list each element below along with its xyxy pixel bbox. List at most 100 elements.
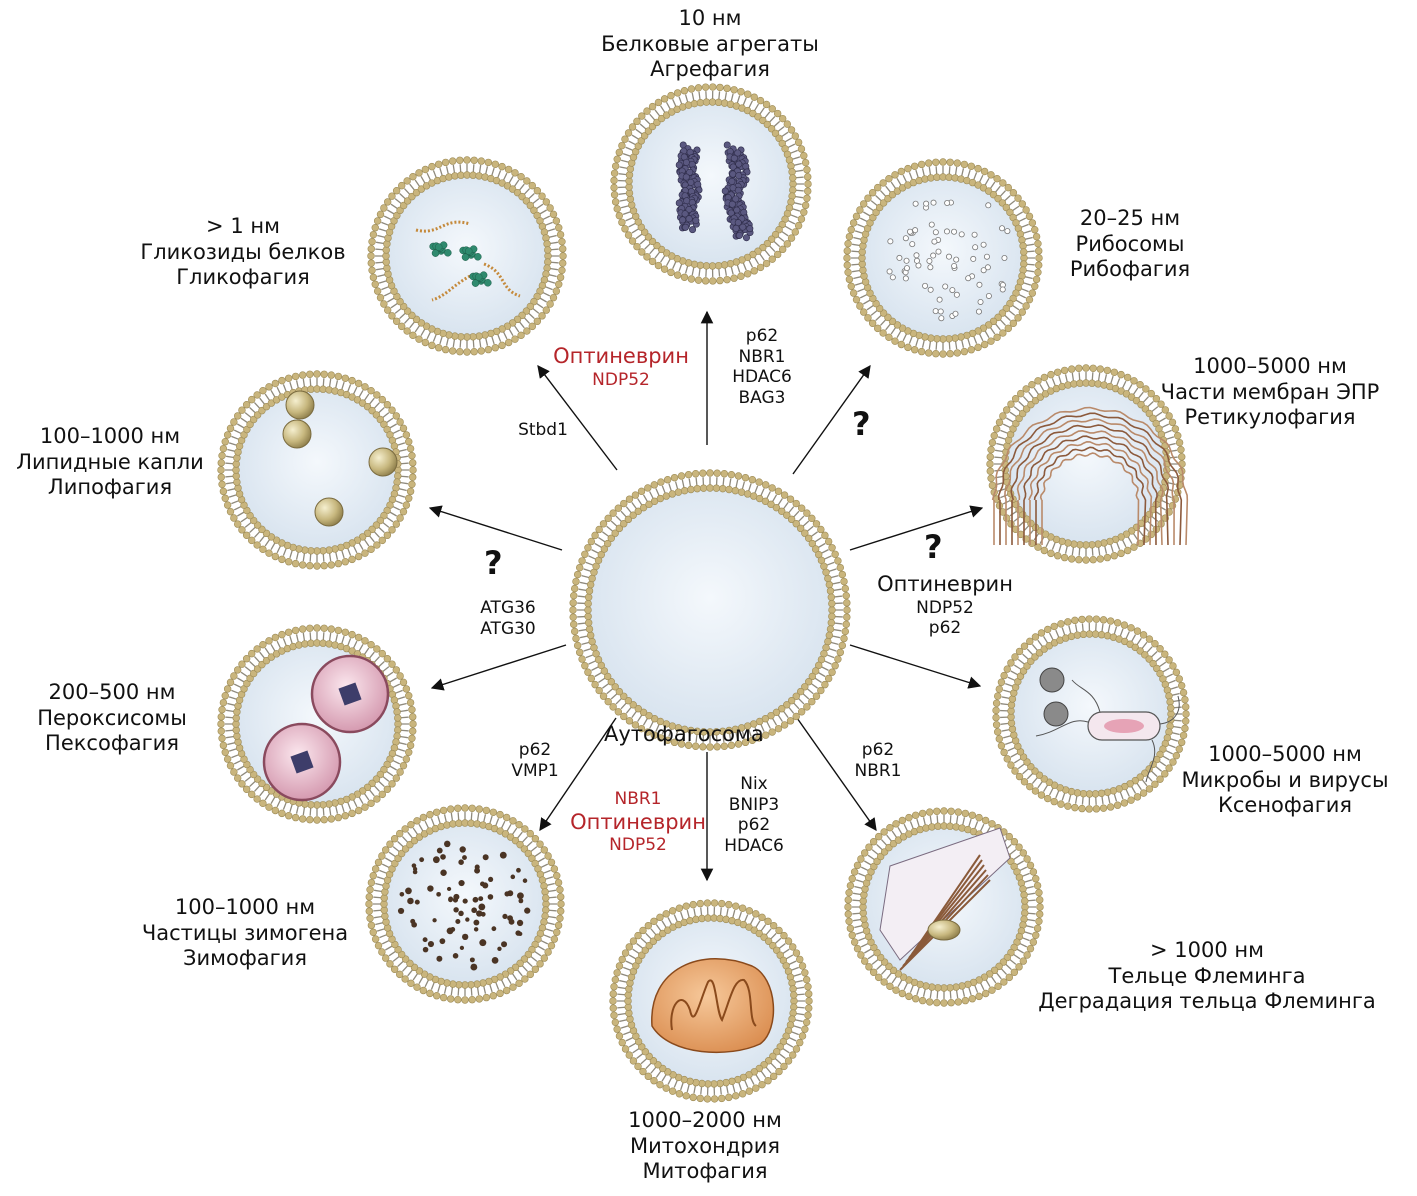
- lipid-head: [489, 992, 497, 1000]
- lipid-head: [805, 990, 813, 998]
- zymogen-granule: [436, 955, 443, 962]
- lipid-head: [223, 755, 232, 763]
- lipid-head: [684, 741, 693, 750]
- lipid-head: [221, 494, 229, 502]
- er-membrane-sheet: [991, 406, 1189, 546]
- lipid-head: [373, 391, 381, 399]
- lipid-head: [650, 731, 658, 739]
- lipid-head: [836, 648, 844, 657]
- lipid-head: [361, 383, 369, 391]
- lipid-head: [716, 914, 724, 923]
- lipid-head: [1019, 266, 1027, 274]
- lipid-head: [607, 678, 615, 686]
- lipid-head: [1015, 647, 1024, 656]
- lipid-head: [509, 983, 517, 991]
- lipid-head: [367, 545, 375, 554]
- lipid-head: [860, 915, 868, 923]
- lipid-head: [860, 272, 868, 280]
- glycogen-granule: [474, 273, 483, 281]
- lipid-head: [313, 562, 321, 570]
- lipid-head: [576, 648, 584, 657]
- zymogen-granule: [462, 855, 467, 860]
- lipid-head: [611, 198, 620, 206]
- lipid-head: [259, 640, 267, 649]
- lipid-head: [993, 174, 1001, 183]
- lipid-head: [1177, 681, 1186, 690]
- lipid-head: [886, 982, 894, 991]
- lipid-head: [531, 835, 540, 843]
- zymogen-granule: [518, 898, 524, 904]
- lipid-head: [650, 715, 659, 723]
- lipid-head: [775, 226, 783, 234]
- lipid-head: [320, 624, 328, 632]
- lipid-head: [366, 914, 374, 923]
- lipid-head: [639, 1067, 647, 1076]
- lipid-head: [489, 808, 497, 816]
- lipid-head: [992, 425, 1001, 433]
- lipid-head: [378, 790, 386, 799]
- lipid-head: [768, 105, 776, 113]
- zymogen-granule: [507, 915, 513, 922]
- lipid-head: [382, 918, 390, 926]
- lipid-head: [253, 645, 261, 653]
- lipid-head: [406, 698, 415, 707]
- lipid-head: [995, 735, 1004, 743]
- lipid-head: [233, 454, 241, 462]
- lipid-head: [584, 668, 592, 676]
- lipid-head: [1017, 389, 1025, 398]
- lipid-head: [233, 732, 241, 740]
- lipid-head: [1136, 380, 1144, 389]
- lipid-head: [796, 524, 805, 533]
- lipid-head: [361, 803, 369, 811]
- lipid-head: [660, 265, 669, 273]
- lipid-head: [585, 625, 594, 633]
- microtubule: [914, 854, 981, 951]
- lipid-head: [808, 514, 816, 523]
- lipid-head: [694, 276, 703, 284]
- lipid-head: [745, 1087, 754, 1095]
- lipid-head: [954, 808, 963, 816]
- lipid-head: [764, 917, 772, 925]
- lipid-head: [570, 591, 578, 600]
- lipid-head: [897, 167, 906, 176]
- lipid-head: [756, 263, 765, 272]
- lipid-head: [1035, 888, 1043, 897]
- lipid-head: [413, 983, 421, 991]
- lipid-head: [693, 484, 701, 493]
- glycogen-granule: [431, 249, 440, 257]
- lipid-head: [986, 467, 994, 475]
- lipid-head: [824, 537, 833, 546]
- lipid-head: [549, 293, 558, 302]
- lipid-head: [217, 713, 225, 721]
- lipid-head: [542, 306, 551, 314]
- lipid-head: [325, 640, 333, 648]
- lipid-head: [620, 712, 628, 721]
- lipid-head: [631, 721, 640, 729]
- lipid-head: [758, 913, 766, 922]
- lipid-head: [624, 129, 633, 137]
- lipid-head: [993, 728, 1002, 736]
- lipid-head: [1008, 725, 1017, 733]
- zymogen-granule: [440, 854, 446, 860]
- lipid-head: [1005, 973, 1013, 982]
- lipid-head: [1050, 797, 1058, 806]
- zymogen-granule: [436, 847, 443, 854]
- lipid-head: [457, 333, 465, 341]
- lipid-head: [1007, 659, 1015, 667]
- lipid-head: [1054, 368, 1062, 376]
- lipid-head: [217, 459, 225, 467]
- zymogen-granule: [501, 941, 508, 948]
- lipid-head: [1035, 247, 1043, 255]
- lipid-head: [454, 996, 462, 1004]
- lipid-head: [843, 599, 851, 607]
- lipid-head: [699, 743, 707, 751]
- lipid-head: [768, 484, 776, 492]
- ribosome-dot: [913, 252, 920, 259]
- zymogen-granule: [414, 899, 420, 905]
- lipid-head: [1033, 924, 1042, 933]
- membrane-heads: [992, 615, 1190, 813]
- lipid-head: [544, 852, 552, 860]
- zymogen-granule: [462, 898, 468, 904]
